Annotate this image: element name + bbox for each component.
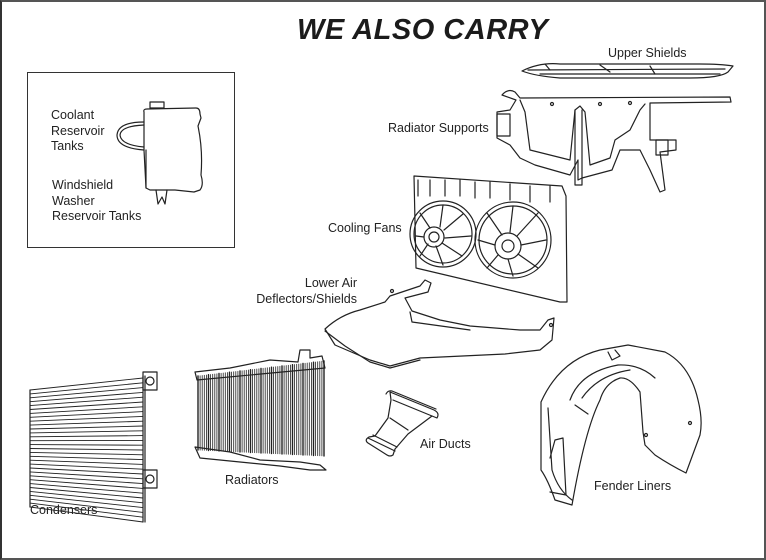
label-coolant-reservoir-tanks: Coolant Reservoir Tanks bbox=[51, 108, 105, 155]
fin-line bbox=[29, 377, 144, 391]
fin-line bbox=[29, 455, 144, 461]
fin-line bbox=[29, 415, 144, 422]
condenser-illustration bbox=[29, 371, 158, 523]
reservoir-tanks-box bbox=[27, 72, 235, 248]
label-cooling-fans: Cooling Fans bbox=[328, 221, 402, 235]
label-air-ducts: Air Ducts bbox=[420, 437, 471, 451]
fin-line bbox=[29, 406, 144, 414]
fin-line bbox=[29, 479, 144, 489]
label-line: Windshield bbox=[52, 178, 114, 192]
condenser-bracket bbox=[142, 469, 158, 489]
fin-line bbox=[29, 502, 144, 518]
radiator-top-tank bbox=[194, 349, 326, 381]
label-line: Lower Air bbox=[304, 276, 357, 290]
fender-liner-illustration bbox=[540, 344, 702, 506]
condenser-fitting bbox=[145, 474, 155, 484]
cooling-fans-illustration bbox=[409, 175, 568, 303]
page-title: WE ALSO CARRY bbox=[297, 14, 549, 46]
fin-line bbox=[29, 425, 144, 430]
radiator-bottom-tank bbox=[194, 446, 327, 471]
label-upper-shields: Upper Shields bbox=[608, 46, 687, 60]
fin-line bbox=[29, 391, 144, 403]
fin-line bbox=[29, 387, 144, 399]
label-radiators: Radiators bbox=[225, 473, 279, 487]
radiator-support-illustration bbox=[496, 89, 732, 193]
label-lower-air-deflectors: Lower Air Deflectors/Shields bbox=[252, 276, 357, 307]
fin-line bbox=[29, 463, 144, 470]
fin-line bbox=[29, 411, 144, 418]
lower-air-deflector-illustration bbox=[324, 279, 555, 369]
label-condensers: Condensers bbox=[30, 503, 98, 517]
label-radiator-supports: Radiator Supports bbox=[388, 121, 489, 135]
condenser-bracket bbox=[142, 371, 158, 391]
fin-line bbox=[29, 401, 144, 410]
fin-line bbox=[29, 487, 144, 499]
radiator-illustration bbox=[194, 349, 327, 471]
fin-line bbox=[29, 494, 144, 509]
fin-line bbox=[29, 430, 144, 434]
label-windshield-washer-tanks: Windshield Washer Reservoir Tanks bbox=[52, 178, 141, 225]
fin-line bbox=[29, 475, 144, 485]
upper-shield-illustration bbox=[521, 63, 734, 79]
fin-line bbox=[29, 506, 144, 523]
label-line: Reservoir Tanks bbox=[52, 209, 142, 223]
fin-line bbox=[29, 420, 144, 426]
label-line: Tanks bbox=[51, 139, 84, 153]
fin-line bbox=[29, 435, 144, 438]
label-fender-liners: Fender Liners bbox=[594, 479, 672, 493]
fin-line bbox=[29, 451, 144, 456]
fin-line bbox=[29, 471, 144, 480]
label-line: Reservoir bbox=[51, 123, 105, 138]
fin-line bbox=[29, 483, 144, 494]
fin-line bbox=[29, 498, 144, 513]
fin-line bbox=[29, 396, 144, 407]
fin-line bbox=[29, 490, 144, 504]
fin-line bbox=[29, 382, 144, 395]
label-line: Deflectors/Shields bbox=[256, 291, 357, 306]
fin-line bbox=[29, 444, 144, 446]
air-duct-illustration bbox=[365, 390, 439, 457]
fin-line bbox=[29, 467, 144, 475]
label-line: Coolant bbox=[51, 108, 95, 122]
reservoir-tank-illustration bbox=[116, 101, 203, 205]
label-line: Washer bbox=[52, 193, 95, 208]
condenser-fitting bbox=[145, 376, 155, 386]
fin-line bbox=[29, 448, 144, 451]
fin-line bbox=[29, 459, 144, 465]
